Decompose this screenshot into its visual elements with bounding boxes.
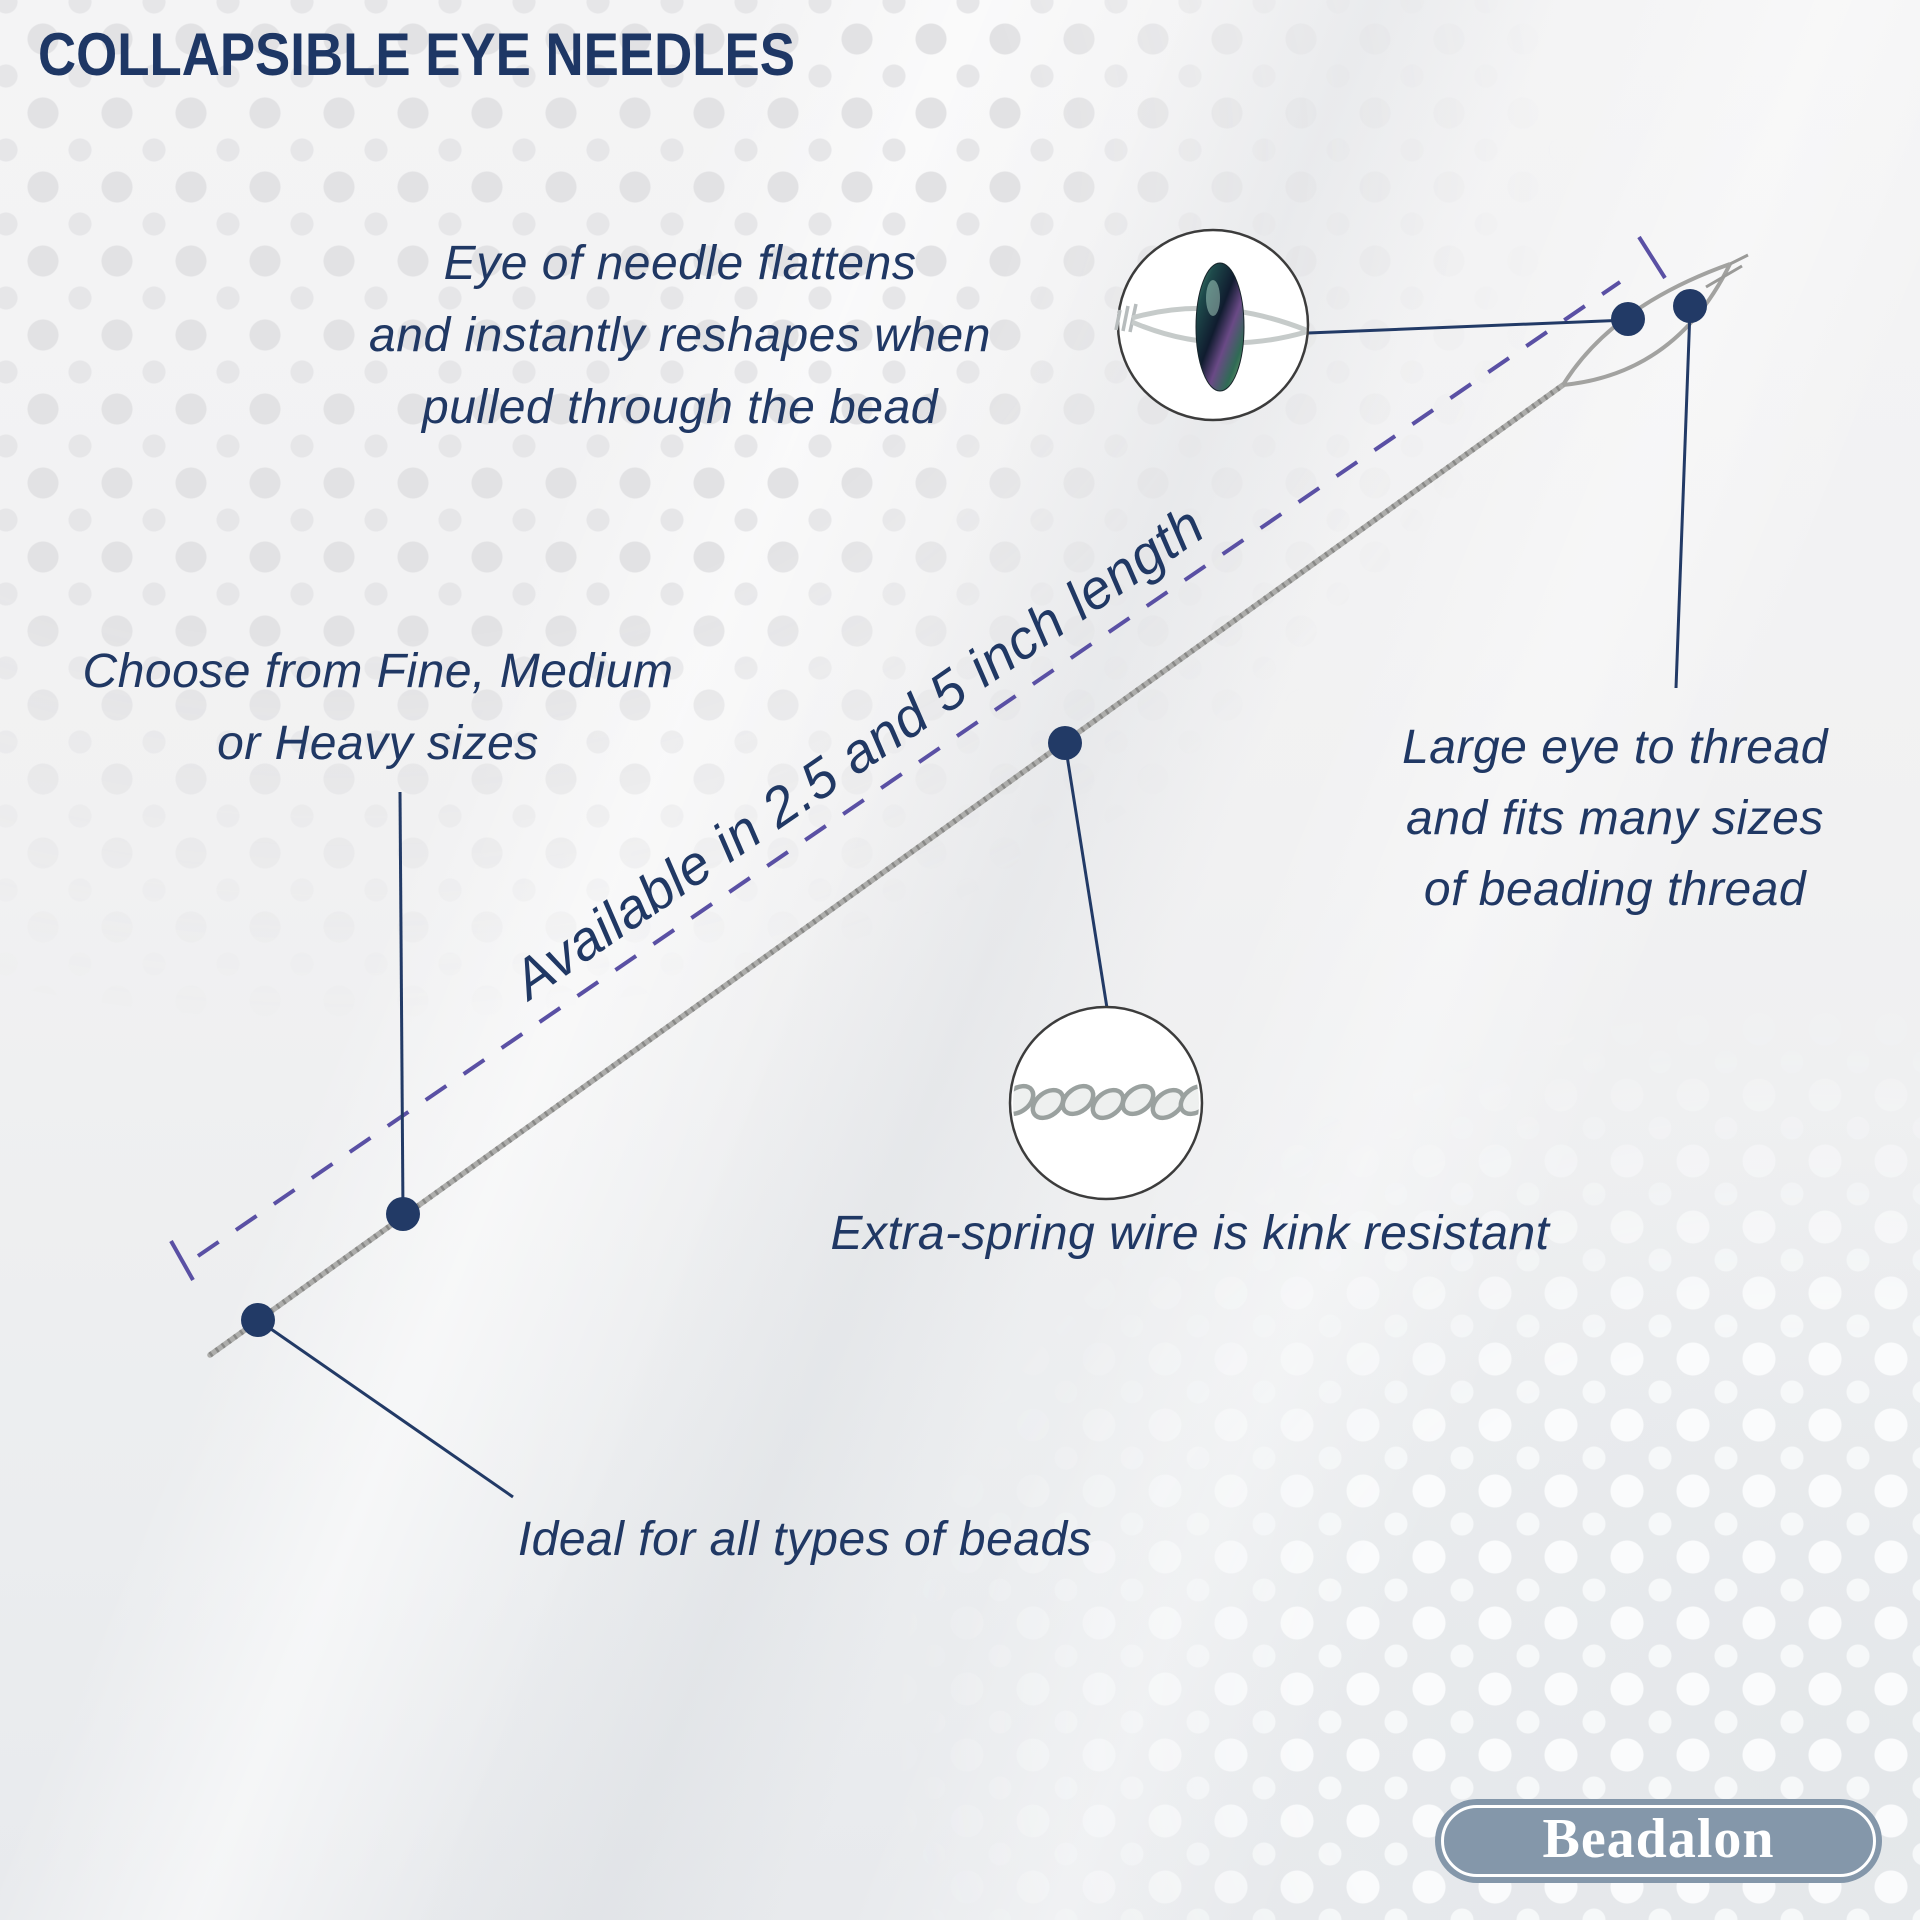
annotation-line: and fits many sizes [1406,792,1824,845]
callout-line-sizes [398,791,405,1215]
beadalon-logo: Beadalon [1435,1799,1882,1883]
callout-dot-shaft-middle [1048,726,1082,760]
annotation-line: Eye of needle flattens [443,237,917,290]
callout-line-wire-inset [1063,742,1109,1009]
bead-inset [1114,228,1310,422]
annotation-sizes: Choose from Fine, Medium or Heavy sizes [58,636,698,780]
annotation-ideal-beads: Ideal for all types of beads [517,1513,1093,1566]
beadalon-logo-ring: Beadalon [1441,1805,1876,1877]
needle-shaft [207,382,1566,1358]
callout-dot-eye-2 [1673,289,1707,323]
annotation-line: Choose from Fine, Medium [82,645,674,698]
callout-dot-shaft-lower [386,1197,420,1231]
beadalon-logo-text: Beadalon [1542,1808,1775,1870]
callout-dot-shaft-end [241,1303,275,1337]
annotation-kink-resistant: Extra-spring wire is kink resistant [830,1207,1550,1260]
annotation-line: of beading thread [1423,863,1807,916]
needle-eye-lower-wire [1562,263,1732,387]
annotation-line: pulled through the bead [422,381,938,434]
callout-line-bead-inset-to-eye [1307,318,1629,335]
page-title: COLLAPSIBLE EYE NEEDLES [38,21,795,88]
needle-eye-upper-wire [1561,262,1731,387]
callout-line-large-eye [1674,309,1692,689]
needle-tip [1705,253,1749,289]
length-measure-line [169,235,1667,1281]
annotation-line: and instantly reshapes when [369,309,991,362]
callouts [241,289,1707,1499]
measure-dashed-line [196,280,1622,1258]
measure-tick-end [1637,235,1667,280]
callout-line-ideal-beads [257,1318,514,1499]
annotation-line: Large eye to thread [1402,721,1828,774]
twisted-wire-image [1013,1083,1199,1121]
annotation-line: or Heavy sizes [217,717,539,770]
annotation-large-eye: Large eye to thread and fits many sizes … [1340,712,1890,925]
measure-tick-start [169,1240,195,1281]
iridescent-bead-image [1195,262,1245,392]
wire-inset [1008,1005,1204,1201]
bead-highlight [1206,280,1220,316]
annotation-eye-flattens: Eye of needle flattens and instantly res… [310,228,1050,444]
callout-dot-eye-1 [1611,302,1645,336]
